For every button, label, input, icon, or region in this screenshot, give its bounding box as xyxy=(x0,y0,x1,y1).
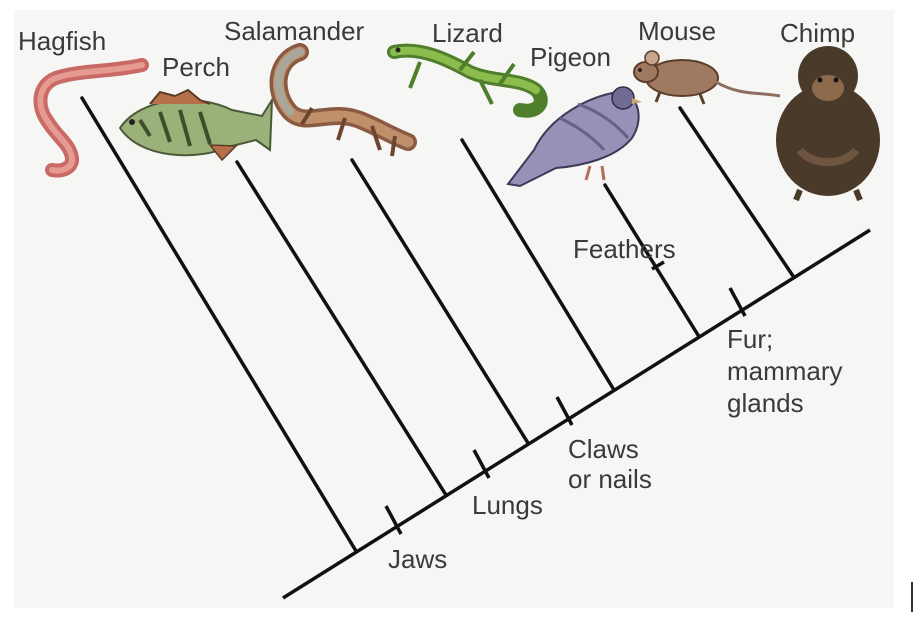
taxon-label-salamander: Salamander xyxy=(224,16,365,46)
trait-label-fur-line3: glands xyxy=(727,388,804,418)
tick-lungs xyxy=(472,449,491,479)
trait-label-fur-line2: mammary xyxy=(727,356,843,386)
branches xyxy=(80,96,795,553)
salamander-illustration xyxy=(269,43,417,157)
taxon-label-pigeon: Pigeon xyxy=(530,42,611,72)
branch-perch xyxy=(235,160,448,497)
taxon-label-mouse: Mouse xyxy=(638,16,716,46)
trait-labels: Jaws Lungs Claws or nails Feathers Fur; … xyxy=(388,234,843,574)
trait-label-lungs: Lungs xyxy=(472,490,543,520)
tick-jaws xyxy=(384,505,403,535)
taxon-label-chimp: Chimp xyxy=(780,18,855,48)
hagfish-illustration xyxy=(33,58,149,178)
mouse-illustration xyxy=(633,50,781,105)
trait-label-fur-line1: Fur; xyxy=(727,324,773,354)
tick-fur xyxy=(728,287,747,317)
perch-illustration xyxy=(118,88,274,162)
taxon-label-hagfish: Hagfish xyxy=(18,26,106,56)
main-axis-line xyxy=(282,228,871,600)
branch-pigeon xyxy=(603,183,700,337)
trait-ticks xyxy=(384,260,747,535)
tick-feathers xyxy=(651,260,665,271)
trait-label-claws-line2: or nails xyxy=(568,464,652,494)
taxon-label-lizard: Lizard xyxy=(432,18,503,48)
trait-label-feathers: Feathers xyxy=(573,234,676,264)
trait-label-jaws: Jaws xyxy=(388,544,447,574)
pigeon-illustration xyxy=(506,86,642,188)
chimp-illustration xyxy=(776,46,880,202)
branch-mouse xyxy=(678,106,795,278)
taxon-label-perch: Perch xyxy=(162,52,230,82)
branch-hagfish xyxy=(80,96,358,553)
trait-label-claws-line1: Claws xyxy=(568,434,639,464)
lizard-illustration xyxy=(387,43,548,118)
taxon-labels: Hagfish Perch Salamander Lizard Pigeon M… xyxy=(18,16,855,82)
branch-salamander xyxy=(350,158,530,445)
diagram-background xyxy=(14,10,894,608)
branch-lizard xyxy=(460,138,616,392)
tick-claws xyxy=(555,396,574,426)
